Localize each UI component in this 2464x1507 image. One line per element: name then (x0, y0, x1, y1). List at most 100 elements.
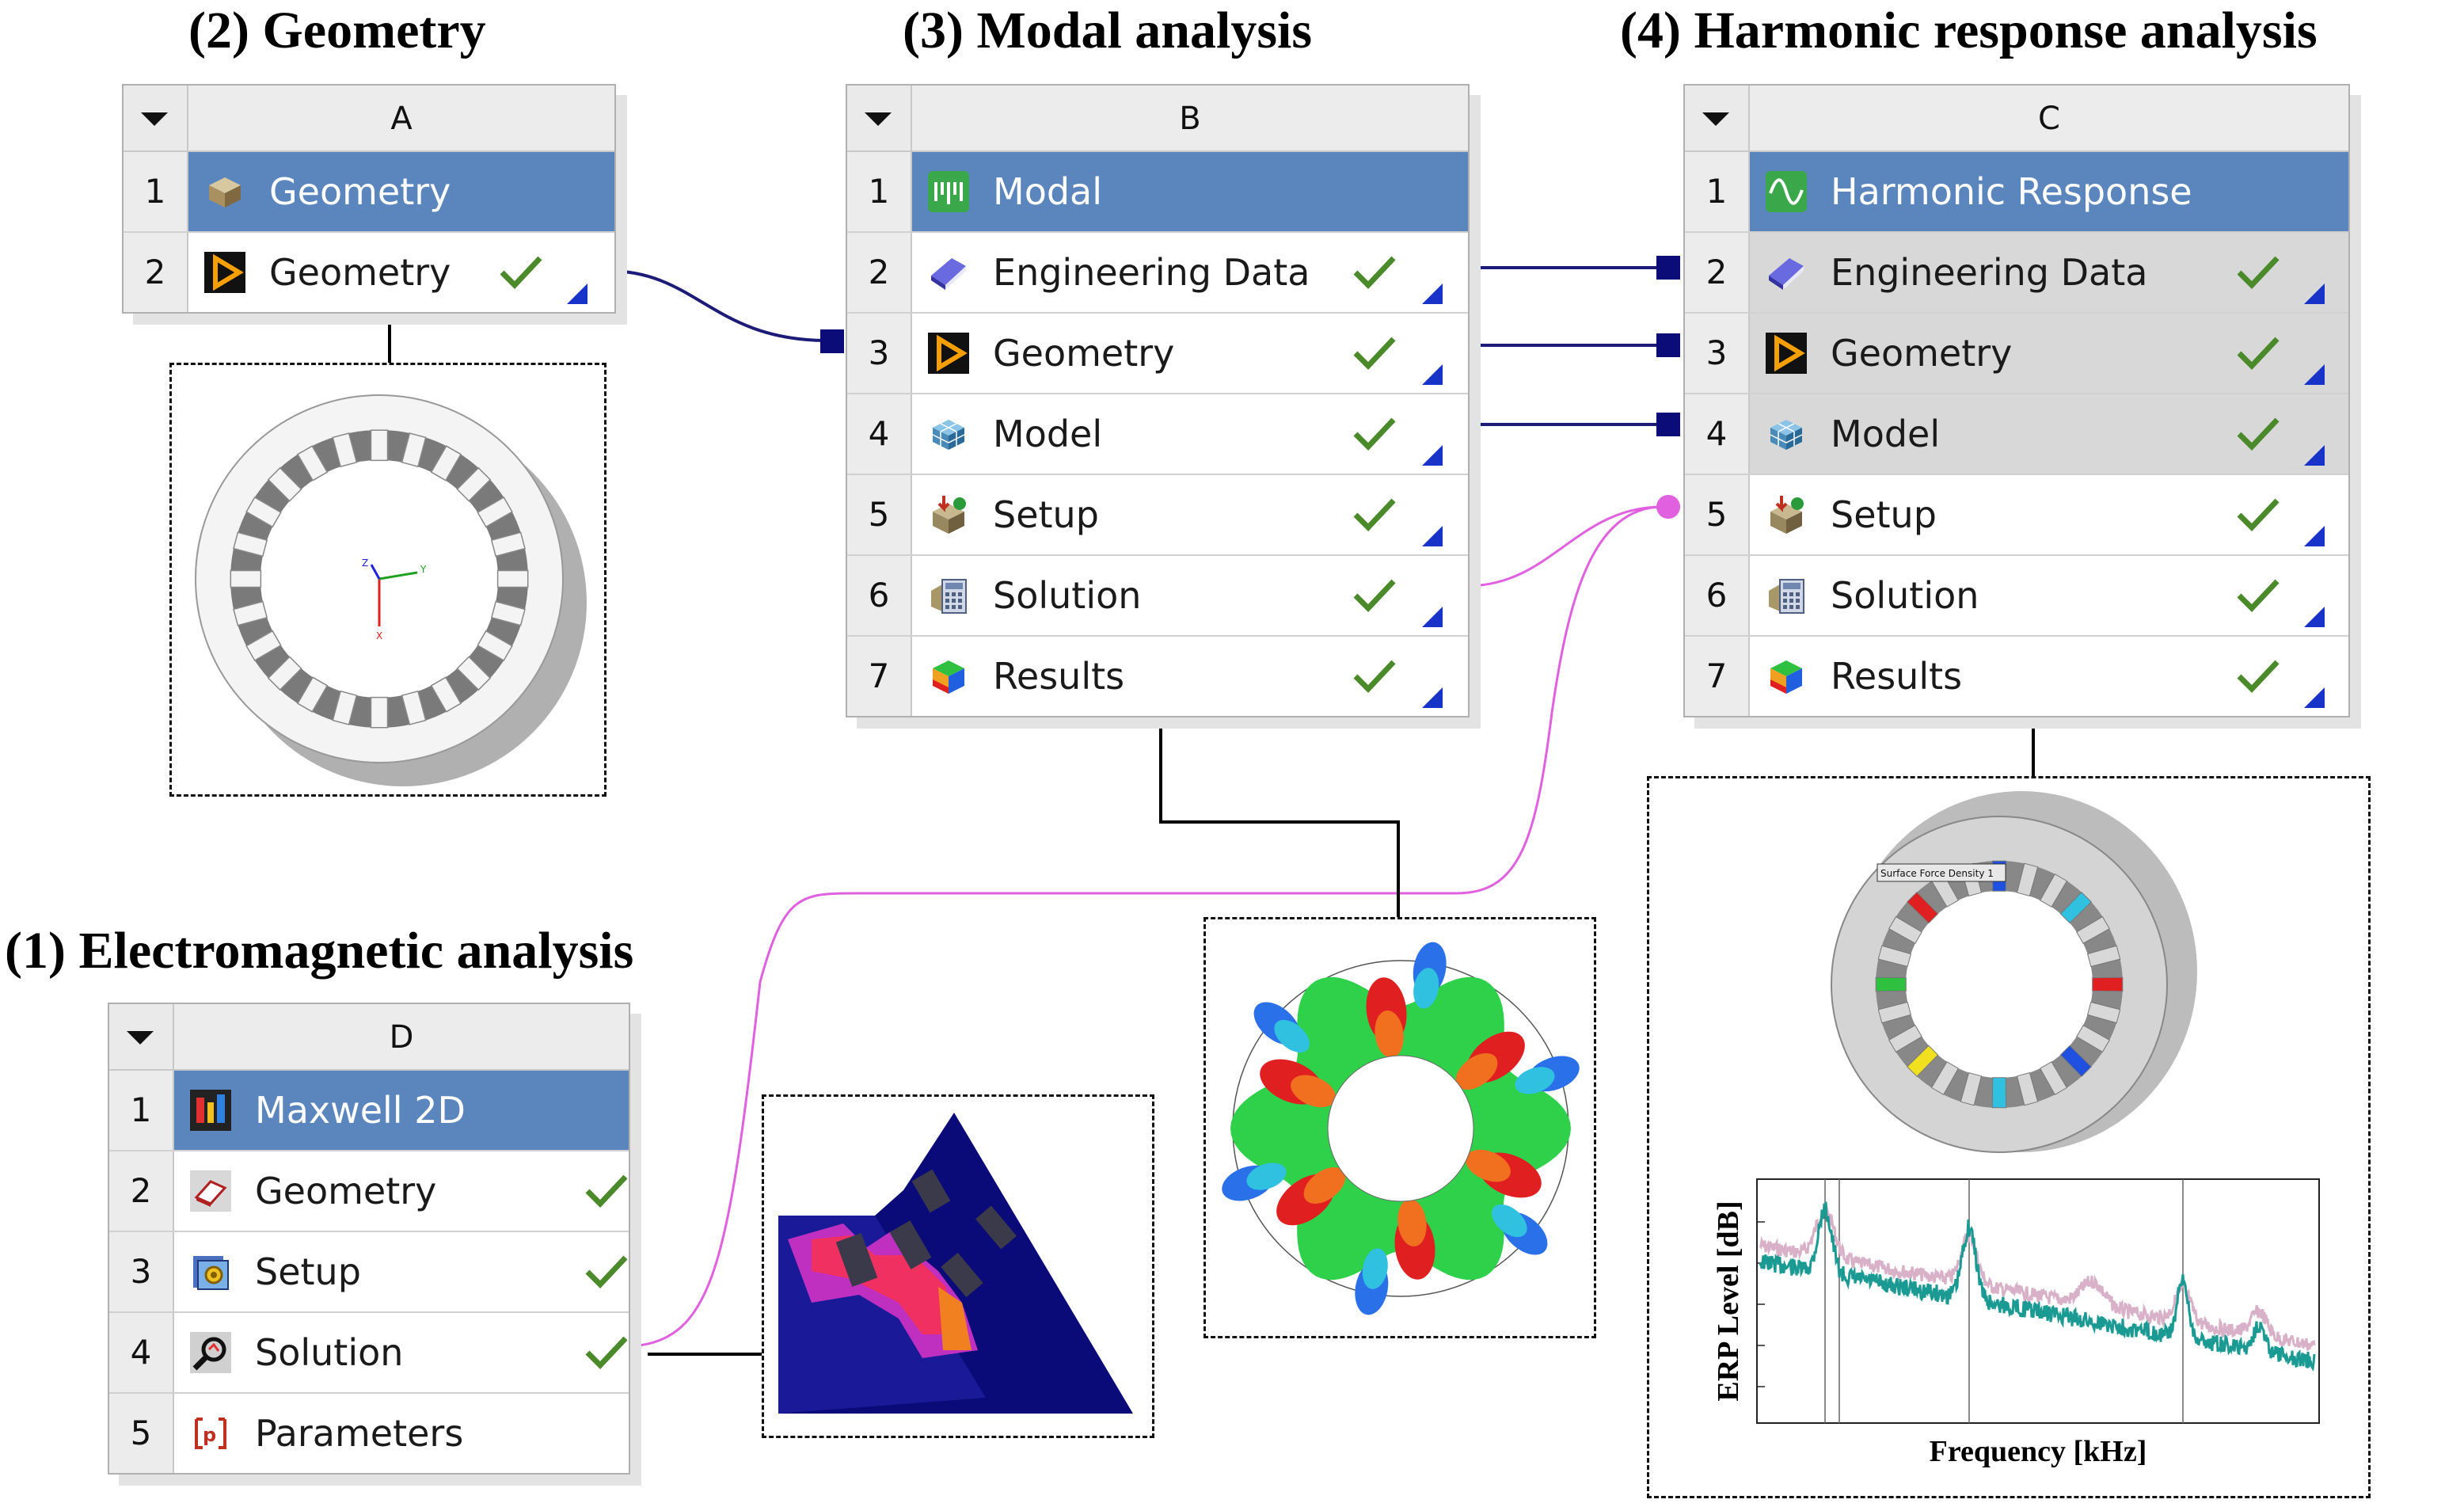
system-b-row-4[interactable]: 4 Model (847, 394, 1468, 475)
system-d-menu-arrow[interactable] (109, 1004, 174, 1071)
corner-arrow-icon[interactable] (2304, 607, 2325, 627)
port-harmonic-geometry[interactable] (1656, 333, 1680, 357)
cell-label: Solution (1831, 574, 1979, 617)
stator-tooth (332, 432, 358, 468)
system-a-geometry[interactable]: A 1 Geometry 2 Geometry (122, 84, 616, 314)
title-modal: (3) Modal analysis (903, 2, 1313, 59)
stator-tooth (230, 569, 262, 588)
axis-label-z: Z (362, 558, 368, 569)
harmonic-tooth (2076, 915, 2110, 944)
port-harmonic-model[interactable] (1656, 413, 1680, 436)
system-c-column-header: C (1750, 86, 2348, 152)
stator-tooth (267, 656, 302, 691)
corner-arrow-icon[interactable] (1422, 445, 1443, 466)
harmonic-tooth (1877, 945, 1912, 968)
corner-arrow-icon[interactable] (1422, 687, 1443, 708)
corner-arrow-icon[interactable] (2304, 364, 2325, 385)
harmonic-tooth (1906, 891, 1939, 924)
eraser-icon (190, 1170, 231, 1212)
setup-icon (1766, 494, 1807, 535)
system-b-row-7[interactable]: 7 Results (847, 637, 1468, 716)
corner-arrow-icon[interactable] (567, 284, 587, 304)
mode-contour-patch (1515, 1067, 1555, 1094)
row-number: 4 (1685, 394, 1750, 474)
system-b-row-6[interactable]: 6 Solution (847, 556, 1468, 637)
system-c-title: Harmonic Response (1831, 170, 2192, 213)
system-c-row-4[interactable]: 4 Model (1685, 394, 2348, 475)
system-c-harmonic[interactable]: C 1 Harmonic Response 2 Engineering Data… (1683, 84, 2350, 717)
system-b-menu-arrow[interactable] (847, 86, 912, 152)
stator-tooth (496, 569, 529, 588)
row-number: 4 (109, 1313, 174, 1392)
row-number: 2 (124, 233, 188, 312)
system-d-row-1[interactable]: 1 Maxwell 2D (109, 1071, 629, 1151)
row-number: 5 (1685, 475, 1750, 554)
solution-probe-icon (190, 1332, 231, 1373)
port-modal-geometry[interactable] (820, 329, 844, 353)
cell-label: Engineering Data (993, 251, 1310, 294)
row-number: 2 (847, 233, 912, 312)
port-harmonic-engdata[interactable] (1656, 256, 1680, 280)
force-density-legend: Surface Force Density 1 (1880, 868, 1994, 879)
system-a-row-2[interactable]: 2 Geometry (124, 233, 614, 312)
system-c-row-7[interactable]: 7 Results (1685, 637, 2348, 716)
system-a-row-1[interactable]: 1 Geometry (124, 152, 614, 233)
row-number: 3 (1685, 314, 1750, 393)
system-d-row-3[interactable]: 3 Setup (109, 1232, 629, 1313)
system-b-column-header: B (912, 86, 1468, 152)
erp-chart: ERP Level [dB] Frequency [kHz] (1712, 1178, 2320, 1468)
harmonic-tooth (2059, 891, 2093, 924)
system-b-row-3[interactable]: 3 Geometry (847, 314, 1468, 394)
check-icon (2237, 579, 2280, 613)
mode-contour-patch (1455, 1052, 1498, 1090)
cell-label: Setup (255, 1250, 361, 1293)
system-a-menu-arrow[interactable] (124, 86, 188, 152)
harmonic-tooth (1888, 1025, 1922, 1053)
corner-arrow-icon[interactable] (2304, 284, 2325, 304)
title-geometry: (2) Geometry (188, 2, 486, 59)
stator-tooth (430, 676, 462, 713)
system-b-row-1[interactable]: 1 Modal (847, 152, 1468, 233)
mode-contour-patch (1291, 1075, 1337, 1108)
corner-arrow-icon[interactable] (1422, 607, 1443, 627)
system-d-maxwell[interactable]: D 1 Maxwell 2D 2 Geometry 3 Setup 4 Solu… (108, 1003, 630, 1475)
system-b-row-2[interactable]: 2 Engineering Data (847, 233, 1468, 314)
harmonic-tooth (1888, 915, 1922, 944)
stator-tooth (296, 676, 329, 713)
corner-arrow-icon[interactable] (1422, 526, 1443, 546)
harmonic-tooth (1877, 1001, 1912, 1024)
check-icon (585, 1336, 628, 1370)
svg-text:p: p (203, 1424, 216, 1446)
system-b-row-5[interactable]: 5 Setup (847, 475, 1468, 556)
system-c-row-6[interactable]: 6 Solution (1685, 556, 2348, 637)
system-b-modal[interactable]: B 1 Modal 2 Engineering Data 3 Geometry … (846, 84, 1470, 717)
system-d-row-4[interactable]: 4 Solution (109, 1313, 629, 1394)
cell-label: Geometry (993, 332, 1175, 375)
corner-arrow-icon[interactable] (2304, 445, 2325, 466)
corner-arrow-icon[interactable] (1422, 284, 1443, 304)
check-icon (585, 1174, 628, 1208)
stator-tooth (456, 656, 492, 691)
modal-icon (928, 171, 969, 212)
system-c-row-5[interactable]: 5 Setup (1685, 475, 2348, 556)
modal-shape-preview (1203, 917, 1596, 1338)
row-number: 7 (847, 637, 912, 716)
system-c-row-1[interactable]: 1 Harmonic Response (1685, 152, 2348, 233)
system-b-title: Modal (993, 170, 1102, 213)
row-number: 1 (124, 152, 188, 231)
link-maxwell-to-setup (633, 505, 1664, 1348)
corner-arrow-icon[interactable] (2304, 526, 2325, 546)
cell-label: Results (1831, 655, 1963, 698)
axis-label-y: Y (420, 564, 427, 575)
system-c-row-3[interactable]: 3 Geometry (1685, 314, 2348, 394)
harmonic-preview: Surface Force Density 1 ERP Level [dB] F… (1647, 776, 2371, 1498)
system-c-menu-arrow[interactable] (1685, 86, 1750, 152)
check-icon (1353, 579, 1396, 613)
system-d-row-2[interactable]: 2 Geometry (109, 1151, 629, 1232)
port-harmonic-setup[interactable] (1656, 495, 1680, 519)
stator-tooth (233, 600, 268, 626)
corner-arrow-icon[interactable] (2304, 687, 2325, 708)
corner-arrow-icon[interactable] (1422, 364, 1443, 385)
system-c-row-2[interactable]: 2 Engineering Data (1685, 233, 2348, 314)
